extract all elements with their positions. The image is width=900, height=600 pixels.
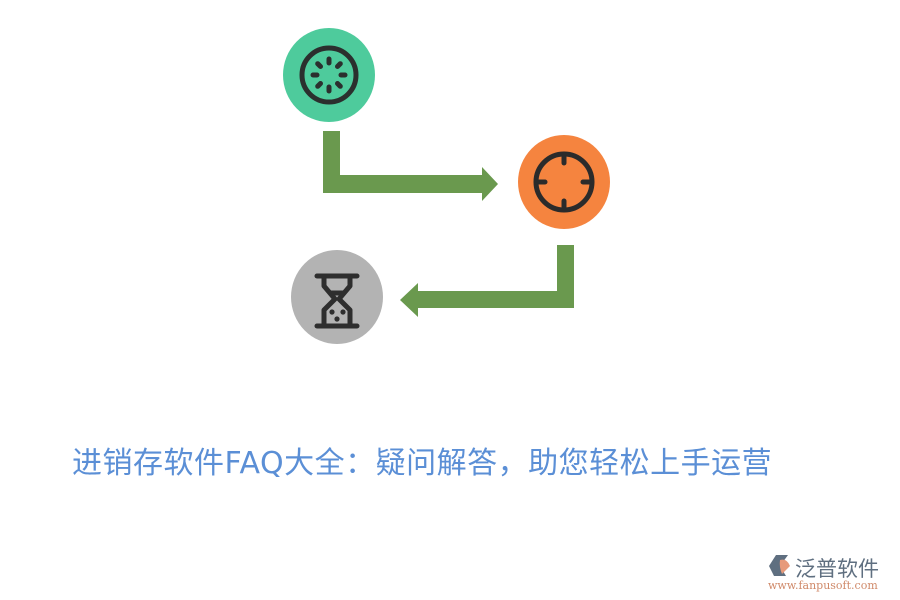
fanpu-logo-icon: [769, 555, 790, 576]
logo-url: www.fanpusoft.com: [768, 579, 878, 592]
wait-node: [291, 250, 383, 344]
fanpu-logo: 泛普软件 www.fanpusoft.com: [768, 553, 896, 597]
loading-spinner-icon: [299, 45, 359, 105]
logo-brand-name: 泛普软件: [795, 557, 879, 581]
hourglass-icon: [314, 273, 360, 329]
page-title: 进销存软件FAQ大全：疑问解答，助您轻松上手运营: [72, 446, 773, 481]
start-node: [283, 28, 375, 122]
crosshair-icon: [533, 151, 595, 213]
target-node: [518, 135, 610, 229]
